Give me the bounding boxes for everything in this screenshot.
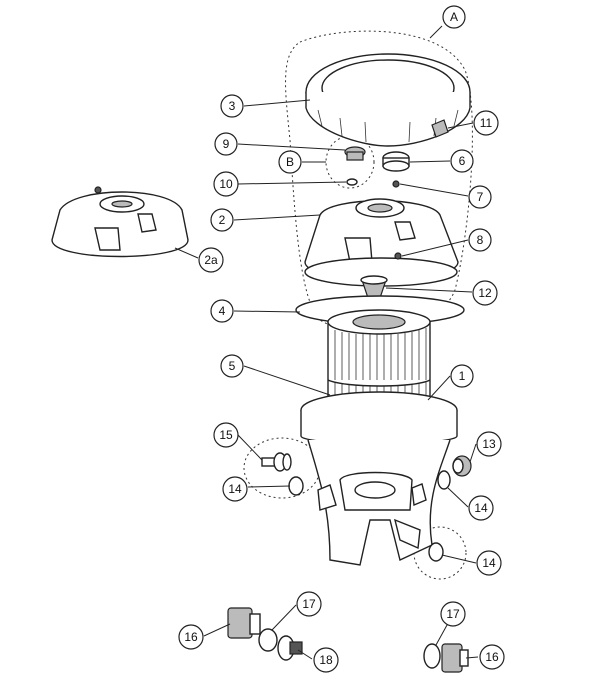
svg-text:2: 2 (219, 213, 226, 227)
cartridge-handle-icon (360, 275, 388, 299)
svg-text:14: 14 (228, 482, 242, 496)
svg-text:5: 5 (229, 359, 236, 373)
svg-text:1: 1 (459, 369, 466, 383)
svg-text:17: 17 (302, 597, 316, 611)
svg-text:17: 17 (446, 607, 460, 621)
svg-text:10: 10 (219, 177, 233, 191)
callout-10: 10 (213, 171, 239, 197)
svg-text:7: 7 (477, 190, 484, 204)
callout-16-left: 16 (178, 624, 204, 650)
svg-text:14: 14 (474, 501, 488, 515)
air-relief-valve-icon (344, 146, 366, 161)
callout-6: 6 (450, 149, 474, 173)
leader-lines (174, 25, 479, 660)
callout-a: A (442, 5, 466, 29)
drain-plug-icon (261, 452, 292, 472)
small-o-ring-icon (392, 180, 400, 188)
svg-text:11: 11 (480, 116, 493, 130)
callout-17-left: 17 (296, 591, 322, 617)
callout-9: 9 (214, 132, 238, 156)
svg-text:3: 3 (229, 99, 236, 113)
callout-4: 4 (210, 299, 234, 323)
svg-text:16: 16 (184, 630, 198, 644)
svg-text:2a: 2a (204, 253, 218, 267)
fitting-left-icon (227, 607, 303, 661)
callout-7: 7 (468, 185, 492, 209)
o-ring-small-icon (346, 178, 358, 186)
filter-lid-alt-icon (51, 186, 189, 258)
callout-18: 18 (313, 647, 339, 673)
callout-16-right: 16 (479, 644, 505, 670)
callout-13: 13 (476, 431, 502, 457)
svg-text:13: 13 (482, 437, 496, 451)
svg-text:4: 4 (219, 304, 226, 318)
locking-ring-icon (305, 53, 471, 147)
o-ring-bottom-icon (428, 542, 444, 562)
callout-14-left: 14 (222, 476, 248, 502)
group-b-outline (325, 135, 375, 189)
callout-5: 5 (220, 354, 244, 378)
svg-text:B: B (286, 155, 294, 169)
svg-text:16: 16 (485, 650, 499, 664)
callout-2: 2 (210, 208, 234, 232)
callout-2a: 2a (198, 247, 224, 273)
callout-b: B (278, 150, 302, 174)
callout-1: 1 (450, 364, 474, 388)
filter-lid-icon (304, 198, 459, 287)
svg-text:15: 15 (219, 428, 233, 442)
callout-17-right: 17 (440, 601, 466, 627)
fitting-right-icon (423, 643, 469, 673)
clip-icon (431, 119, 449, 138)
svg-text:8: 8 (477, 233, 484, 247)
svg-text:14: 14 (482, 556, 496, 570)
o-ring-left-icon (288, 476, 304, 496)
svg-text:A: A (450, 10, 458, 24)
pressure-gauge-icon (452, 455, 472, 477)
callout-11: 11 (473, 110, 499, 136)
o-ring-right-icon (437, 470, 451, 490)
callout-14-right: 14 (468, 495, 494, 521)
callout-14-bottom: 14 (476, 550, 502, 576)
callout-3: 3 (220, 94, 244, 118)
svg-text:12: 12 (478, 286, 492, 300)
svg-text:6: 6 (459, 154, 466, 168)
tank-body-icon (300, 391, 458, 566)
svg-text:18: 18 (319, 653, 333, 667)
valve-adapter-icon (382, 151, 410, 172)
callout-15: 15 (213, 422, 239, 448)
svg-text:9: 9 (223, 137, 230, 151)
callout-8: 8 (468, 228, 492, 252)
callout-12: 12 (472, 280, 498, 306)
